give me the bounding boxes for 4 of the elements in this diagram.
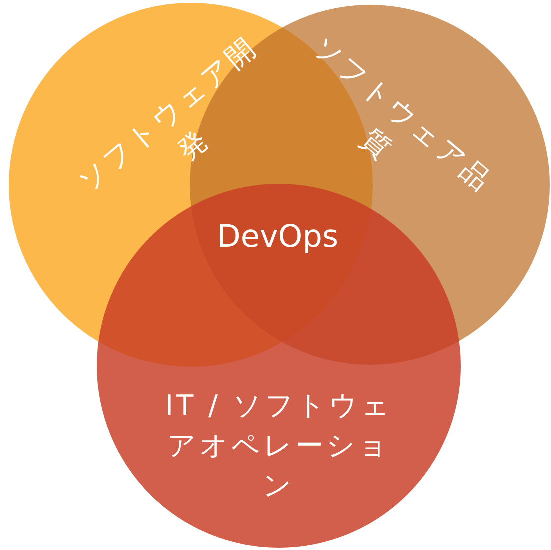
circle-label: ソフトウェア品質 xyxy=(306,28,500,201)
center-label: DevOps xyxy=(217,219,339,255)
circle-label: IT / ソフトウェアオペレーション xyxy=(164,388,394,504)
circle-label: ソフトウェア開発 xyxy=(70,28,265,201)
